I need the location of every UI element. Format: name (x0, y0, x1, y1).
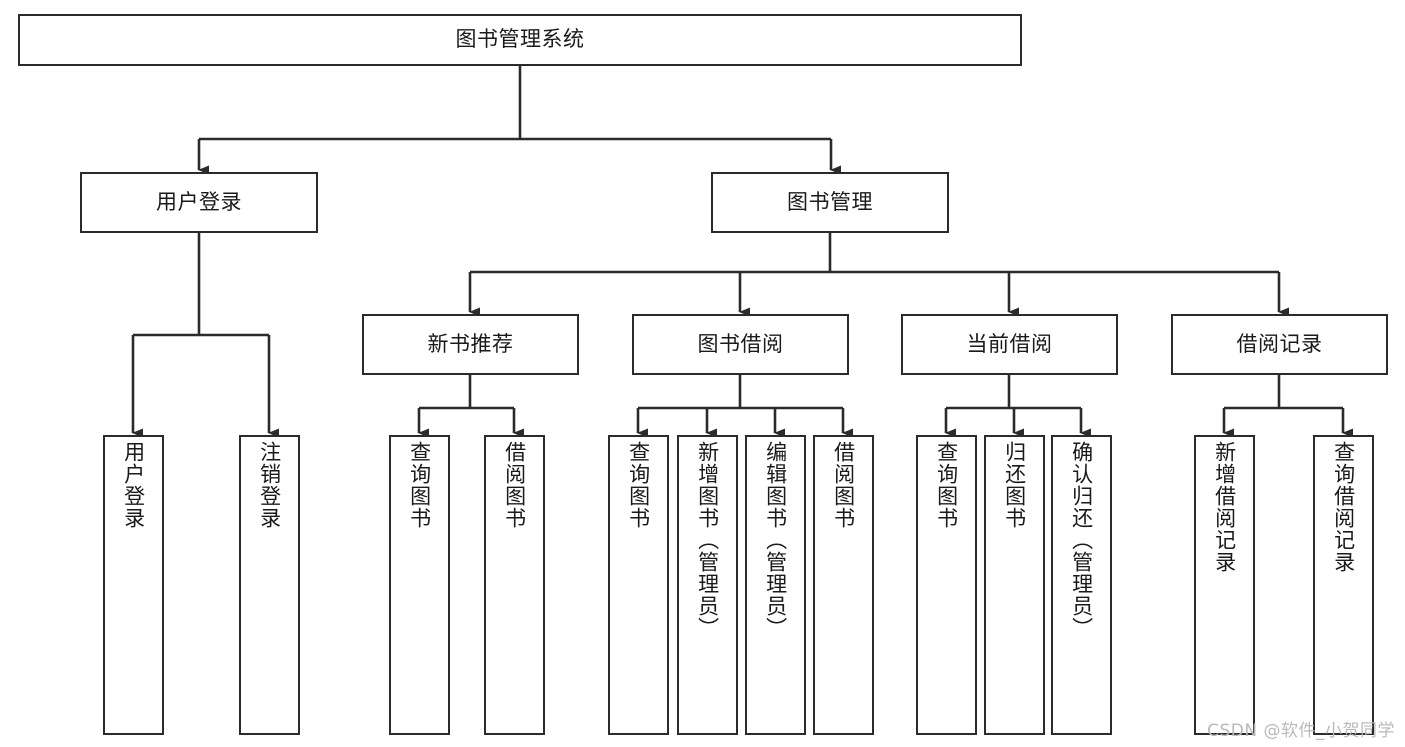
leaf-label: 注销登录 (257, 441, 282, 529)
leaf-label: 用户登录 (121, 441, 146, 529)
node-user-login-label: 用户登录 (156, 189, 242, 214)
node-book-management-label: 图书管理 (787, 189, 873, 214)
edges-root-level2 (197, 66, 841, 175)
leaf-label: 新增借阅记录 (1212, 441, 1237, 573)
edges-newbook-leaves (417, 375, 524, 438)
leaf-query-book-recommend[interactable]: 查询图书 (389, 435, 450, 735)
edges-records-leaves (1222, 375, 1353, 438)
node-root-label: 图书管理系统 (455, 27, 585, 52)
node-user-login[interactable]: 用户登录 (80, 172, 318, 233)
leaf-label: 借阅图书 (831, 441, 856, 529)
node-new-book-recommend-label: 新书推荐 (427, 331, 514, 356)
node-book-management[interactable]: 图书管理 (711, 172, 949, 233)
leaf-logout[interactable]: 注销登录 (239, 435, 300, 735)
leaf-label: 编辑图书（管理员） (763, 441, 788, 639)
csdn-watermark: CSDN @软件_小贺同学 (1207, 721, 1395, 741)
leaf-query-book-borrow[interactable]: 查询图书 (608, 435, 669, 735)
leaf-add-book-admin[interactable]: 新增图书（管理员） (677, 435, 738, 735)
leaf-borrow-book[interactable]: 借阅图书 (813, 435, 874, 735)
leaf-return-book[interactable]: 归还图书 (984, 435, 1045, 735)
edges-bookmgmt-level3 (468, 233, 1289, 317)
leaf-label: 查询图书 (934, 441, 959, 529)
leaf-query-book-current[interactable]: 查询图书 (916, 435, 977, 735)
node-book-borrow[interactable]: 图书借阅 (632, 314, 849, 375)
leaf-label: 确认归还（管理员） (1069, 441, 1094, 639)
leaf-borrow-book-recommend[interactable]: 借阅图书 (484, 435, 545, 735)
node-root[interactable]: 图书管理系统 (18, 14, 1022, 66)
leaf-edit-book-admin[interactable]: 编辑图书（管理员） (745, 435, 806, 735)
leaf-user-login[interactable]: 用户登录 (103, 435, 164, 735)
edges-current-leaves (944, 375, 1091, 438)
leaf-label: 新增图书（管理员） (695, 441, 720, 639)
leaf-add-borrow-record[interactable]: 新增借阅记录 (1194, 435, 1255, 735)
node-new-book-recommend[interactable]: 新书推荐 (362, 314, 579, 375)
edges-userlogin-leaves (131, 233, 279, 438)
node-current-borrow-label: 当前借阅 (966, 331, 1053, 356)
node-borrow-records-label: 借阅记录 (1236, 331, 1323, 356)
leaf-label: 查询图书 (407, 441, 432, 529)
node-book-borrow-label: 图书借阅 (697, 331, 784, 356)
edges-borrow-leaves (636, 375, 853, 438)
node-current-borrow[interactable]: 当前借阅 (901, 314, 1118, 375)
leaf-confirm-return-admin[interactable]: 确认归还（管理员） (1051, 435, 1112, 735)
leaf-label: 借阅图书 (502, 441, 527, 529)
leaf-label: 查询借阅记录 (1331, 441, 1356, 573)
leaf-query-borrow-record[interactable]: 查询借阅记录 (1313, 435, 1374, 735)
node-borrow-records[interactable]: 借阅记录 (1171, 314, 1388, 375)
leaf-label: 归还图书 (1002, 441, 1027, 529)
leaf-label: 查询图书 (626, 441, 651, 529)
